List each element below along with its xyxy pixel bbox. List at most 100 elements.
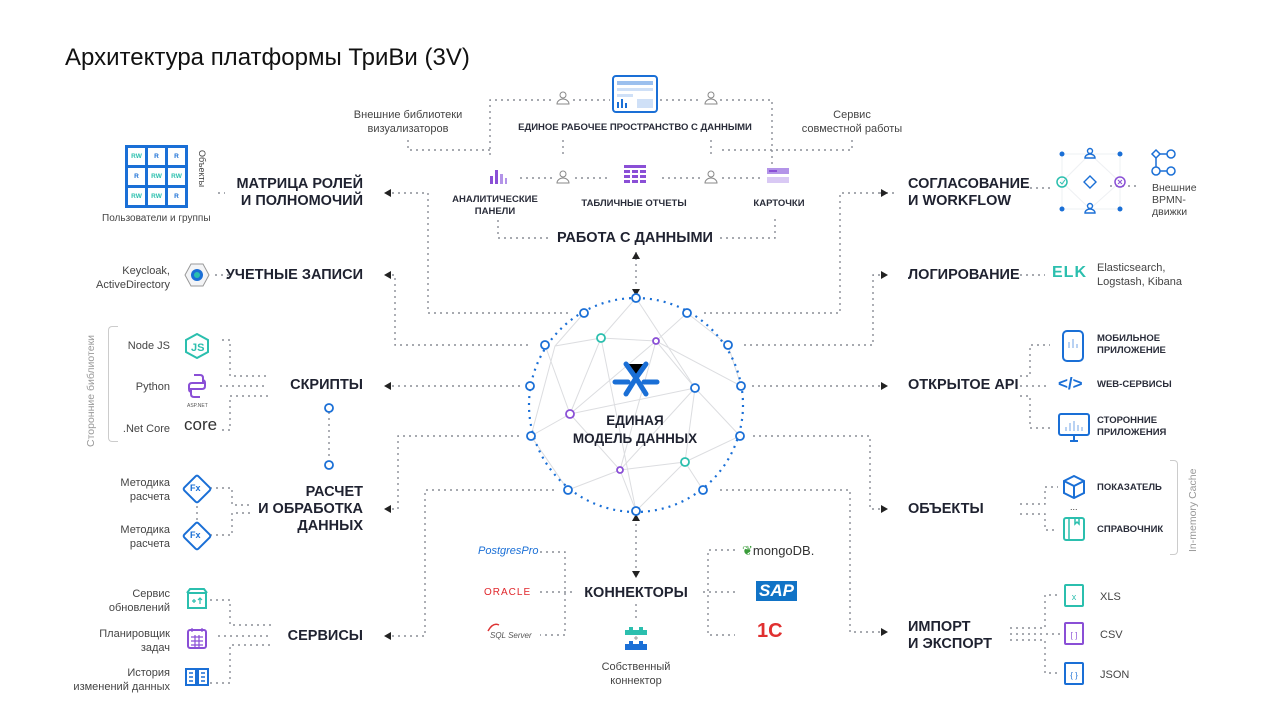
- workspace-icon: [612, 75, 658, 113]
- import-heading: ИМПОРТ: [908, 619, 971, 635]
- connectors-heading: КОННЕКТОРЫ: [584, 585, 688, 601]
- analytics-panel-icon: [490, 170, 507, 184]
- api-heading: ОТКРЫТОЕ API: [908, 377, 1019, 393]
- ad-label: ActiveDirectory: [96, 279, 170, 291]
- scripts-heading: СКРИПТЫ: [290, 377, 363, 393]
- collab-label: Сервис: [833, 109, 871, 121]
- calc-heading: ДАННЫХ: [297, 518, 363, 534]
- ext-libs-label: Внешние библиотеки: [353, 109, 463, 121]
- mongodb-logo: ❦mongoDB.: [742, 543, 815, 558]
- workflow-heading: СОГЛАСОВАНИЕ: [908, 176, 1030, 192]
- cache-label: In-memory Cache: [1187, 468, 1199, 552]
- netcore-logo: core: [184, 415, 218, 434]
- history-label: История: [127, 667, 170, 679]
- calc-heading: И ОБРАБОТКА: [258, 501, 363, 517]
- user-icon: [556, 170, 570, 184]
- model-nodes: [324, 293, 746, 516]
- method-label: расчета: [129, 491, 170, 503]
- aspnet-label: ASP.NET: [187, 403, 208, 409]
- xls-file-icon: x: [1064, 584, 1084, 607]
- update-label: Сервис: [132, 588, 170, 600]
- ext-libs-label: визуализаторов: [367, 123, 449, 135]
- code-icon: </>: [1058, 374, 1083, 393]
- trivi-logo-icon: [612, 361, 660, 397]
- scheduler-label: Планировщик: [99, 628, 170, 640]
- nodejs-icon: JS: [185, 333, 209, 359]
- mobile-label: МОБИЛЬНОЕ: [1097, 333, 1161, 344]
- workflow-heading: И WORKFLOW: [908, 193, 1012, 209]
- python-label: Python: [135, 381, 170, 393]
- analytics-label: АНАЛИТИЧЕСКИЕ: [452, 194, 538, 205]
- formula-icon-label: Fx: [190, 530, 201, 540]
- own-connector-label: Собственный: [601, 661, 671, 673]
- mongodb-logo-text: mongoDB.: [752, 543, 815, 558]
- dictionary-label: СПРАВОЧНИК: [1097, 524, 1164, 535]
- csv-file-icon: [ ]: [1064, 622, 1084, 645]
- indicator-label: ПОКАЗАТЕЛЬ: [1097, 482, 1162, 493]
- apps-label: ПРИЛОЖЕНИЯ: [1097, 427, 1167, 438]
- json-label: JSON: [1100, 669, 1130, 681]
- scheduler-icon: [187, 628, 207, 649]
- bpmn-label: движки: [1152, 206, 1188, 218]
- user-icon: [556, 91, 570, 105]
- cache-bracket: [1170, 460, 1178, 555]
- method-label: Методика: [120, 524, 170, 536]
- dictionary-icon: [1063, 517, 1085, 541]
- history-label: изменений данных: [73, 681, 170, 693]
- update-service-icon: [186, 588, 208, 609]
- json-file-icon: { }: [1064, 662, 1084, 685]
- user-icon: [704, 170, 718, 184]
- objects-axis-label: Объекты: [197, 150, 207, 188]
- method-label: расчета: [129, 538, 170, 550]
- desktop-app-icon: [1058, 413, 1090, 442]
- mobile-app-icon: [1062, 330, 1084, 362]
- bpmn-label: Внешние: [1152, 182, 1197, 194]
- data-model-label: ЕДИНАЯ МОДЕЛЬ ДАННЫХ: [560, 412, 710, 448]
- nodejs-label: Node JS: [127, 340, 170, 352]
- collab-label: совместной работы: [801, 123, 903, 135]
- logging-heading: ЛОГИРОВАНИЕ: [908, 267, 1020, 283]
- page-title: Архитектура платформы ТриВи (3V): [65, 44, 470, 71]
- data-model-network: [530, 297, 742, 512]
- workspace-label: ЕДИНОЕ РАБОЧЕЕ ПРОСТРАНСТВО С ДАННЫМИ: [518, 122, 752, 133]
- calc-heading: РАСЧЕТ: [305, 484, 363, 500]
- sap-logo: SAP: [756, 581, 797, 601]
- csv-label: CSV: [1100, 629, 1123, 641]
- 1c-logo: 1С: [757, 620, 783, 642]
- python-icon: [188, 374, 206, 398]
- workflow-diagram-icon: [1056, 147, 1126, 214]
- postgrespro-logo: PostgresPro: [478, 545, 539, 557]
- oracle-logo: ORACLE: [484, 587, 532, 598]
- scheduler-label: задач: [140, 642, 170, 654]
- mobile-label: ПРИЛОЖЕНИЕ: [1097, 345, 1166, 356]
- user-icon: [704, 91, 718, 105]
- own-connector-label: коннектор: [610, 675, 662, 687]
- apps-label: СТОРОННИЕ: [1097, 415, 1158, 426]
- elk-label: Logstash, Kibana: [1097, 276, 1183, 288]
- accounts-heading: УЧЕТНЫЕ ЗАПИСИ: [225, 267, 363, 283]
- xls-label: XLS: [1100, 591, 1121, 603]
- data-model-title: МОДЕЛЬ ДАННЫХ: [572, 431, 698, 446]
- formula-icon-label: Fx: [190, 483, 201, 493]
- users-axis-label: Пользователи и группы: [102, 213, 211, 224]
- bpmn-label: BPMN-: [1152, 194, 1186, 206]
- more-dots: ...: [1070, 502, 1078, 512]
- keycloak-label: Keycloak,: [122, 265, 170, 277]
- cube-icon: [1063, 475, 1085, 499]
- sqlserver-logo: SQL Server: [490, 631, 532, 640]
- history-book-icon: [185, 668, 209, 686]
- third-party-bracket: [108, 326, 118, 442]
- analytics-label: ПАНЕЛИ: [474, 206, 516, 217]
- roles-heading: И ПОЛНОМОЧИЙ: [240, 193, 363, 209]
- work-with-data-heading: РАБОТА С ДАННЫМИ: [557, 230, 713, 246]
- custom-connector-icon: [625, 627, 647, 650]
- elk-label: Elasticsearch,: [1097, 262, 1166, 274]
- objects-heading: ОБЪЕКТЫ: [908, 501, 984, 517]
- netcore-label: .Net Core: [122, 423, 170, 435]
- data-model-title: ЕДИНАЯ: [606, 413, 664, 428]
- tables-label: ТАБЛИЧНЫЕ ОТЧЕТЫ: [581, 198, 687, 209]
- update-label: обновлений: [108, 602, 170, 614]
- third-party-label: Сторонние библиотеки: [85, 334, 97, 447]
